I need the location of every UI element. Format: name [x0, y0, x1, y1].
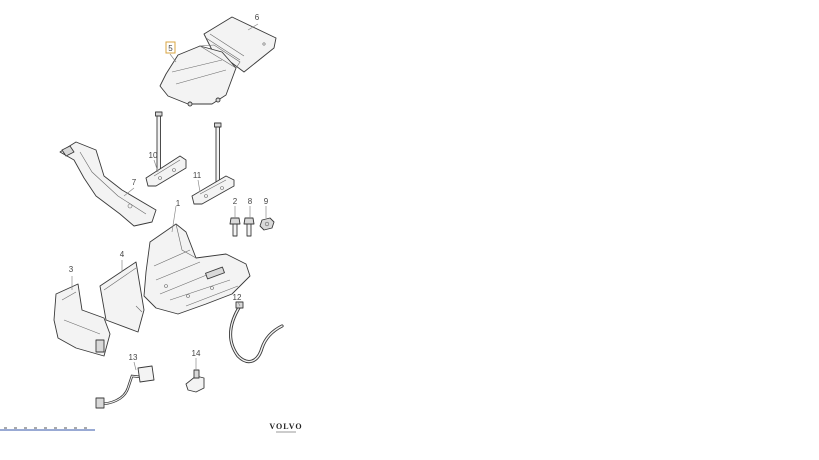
- part-2-bolt[interactable]: [229, 217, 241, 237]
- svg-text:12: 12: [233, 293, 242, 302]
- part-4-heat-shield[interactable]: [99, 261, 145, 333]
- callout-11[interactable]: 11: [193, 171, 202, 180]
- svg-text:2: 2: [233, 197, 238, 206]
- part-3-bracket-plate[interactable]: [53, 283, 111, 357]
- part-7-support-bracket[interactable]: [59, 141, 157, 227]
- callout-7[interactable]: 7: [132, 178, 137, 187]
- callout-9[interactable]: 9: [264, 197, 269, 206]
- callout-3[interactable]: 3: [69, 265, 74, 274]
- callout-4[interactable]: 4: [120, 250, 125, 259]
- svg-text:8: 8: [248, 197, 253, 206]
- svg-text:11: 11: [193, 171, 202, 180]
- scale-bar: [0, 427, 95, 431]
- callout-5[interactable]: 5: [165, 41, 176, 54]
- svg-text:3: 3: [69, 265, 74, 274]
- part-12-cable[interactable]: [229, 301, 284, 364]
- svg-text:14: 14: [192, 349, 201, 358]
- svg-text:4: 4: [120, 250, 125, 259]
- callout-12[interactable]: 12: [233, 293, 242, 302]
- callout-2[interactable]: 2: [233, 197, 238, 206]
- svg-text:13: 13: [129, 353, 138, 362]
- part-11-clamp[interactable]: [191, 175, 235, 205]
- leader-lines: [71, 23, 267, 371]
- part-1-battery-tray[interactable]: [143, 223, 251, 315]
- volvo-logo: VOLVO: [269, 422, 302, 433]
- svg-text:10: 10: [149, 151, 158, 160]
- part-8-bolt[interactable]: [243, 217, 255, 237]
- part-13-strap[interactable]: [95, 365, 155, 409]
- svg-text:1: 1: [176, 199, 181, 208]
- svg-text:9: 9: [264, 197, 269, 206]
- part-5-battery-cover[interactable]: [159, 44, 241, 107]
- svg-text:VOLVO: VOLVO: [269, 422, 302, 431]
- callout-6[interactable]: 6: [255, 13, 260, 22]
- callout-1[interactable]: 1: [176, 199, 181, 208]
- callout-8[interactable]: 8: [248, 197, 253, 206]
- part-14-clip[interactable]: [185, 369, 205, 393]
- part-9-nut[interactable]: [259, 217, 275, 231]
- svg-text:5: 5: [168, 44, 173, 53]
- svg-text:6: 6: [255, 13, 260, 22]
- svg-text:7: 7: [132, 178, 137, 187]
- callout-10[interactable]: 10: [149, 151, 158, 160]
- part-10-clamp[interactable]: [145, 155, 187, 187]
- callout-14[interactable]: 14: [192, 349, 201, 358]
- callout-13[interactable]: 13: [129, 353, 138, 362]
